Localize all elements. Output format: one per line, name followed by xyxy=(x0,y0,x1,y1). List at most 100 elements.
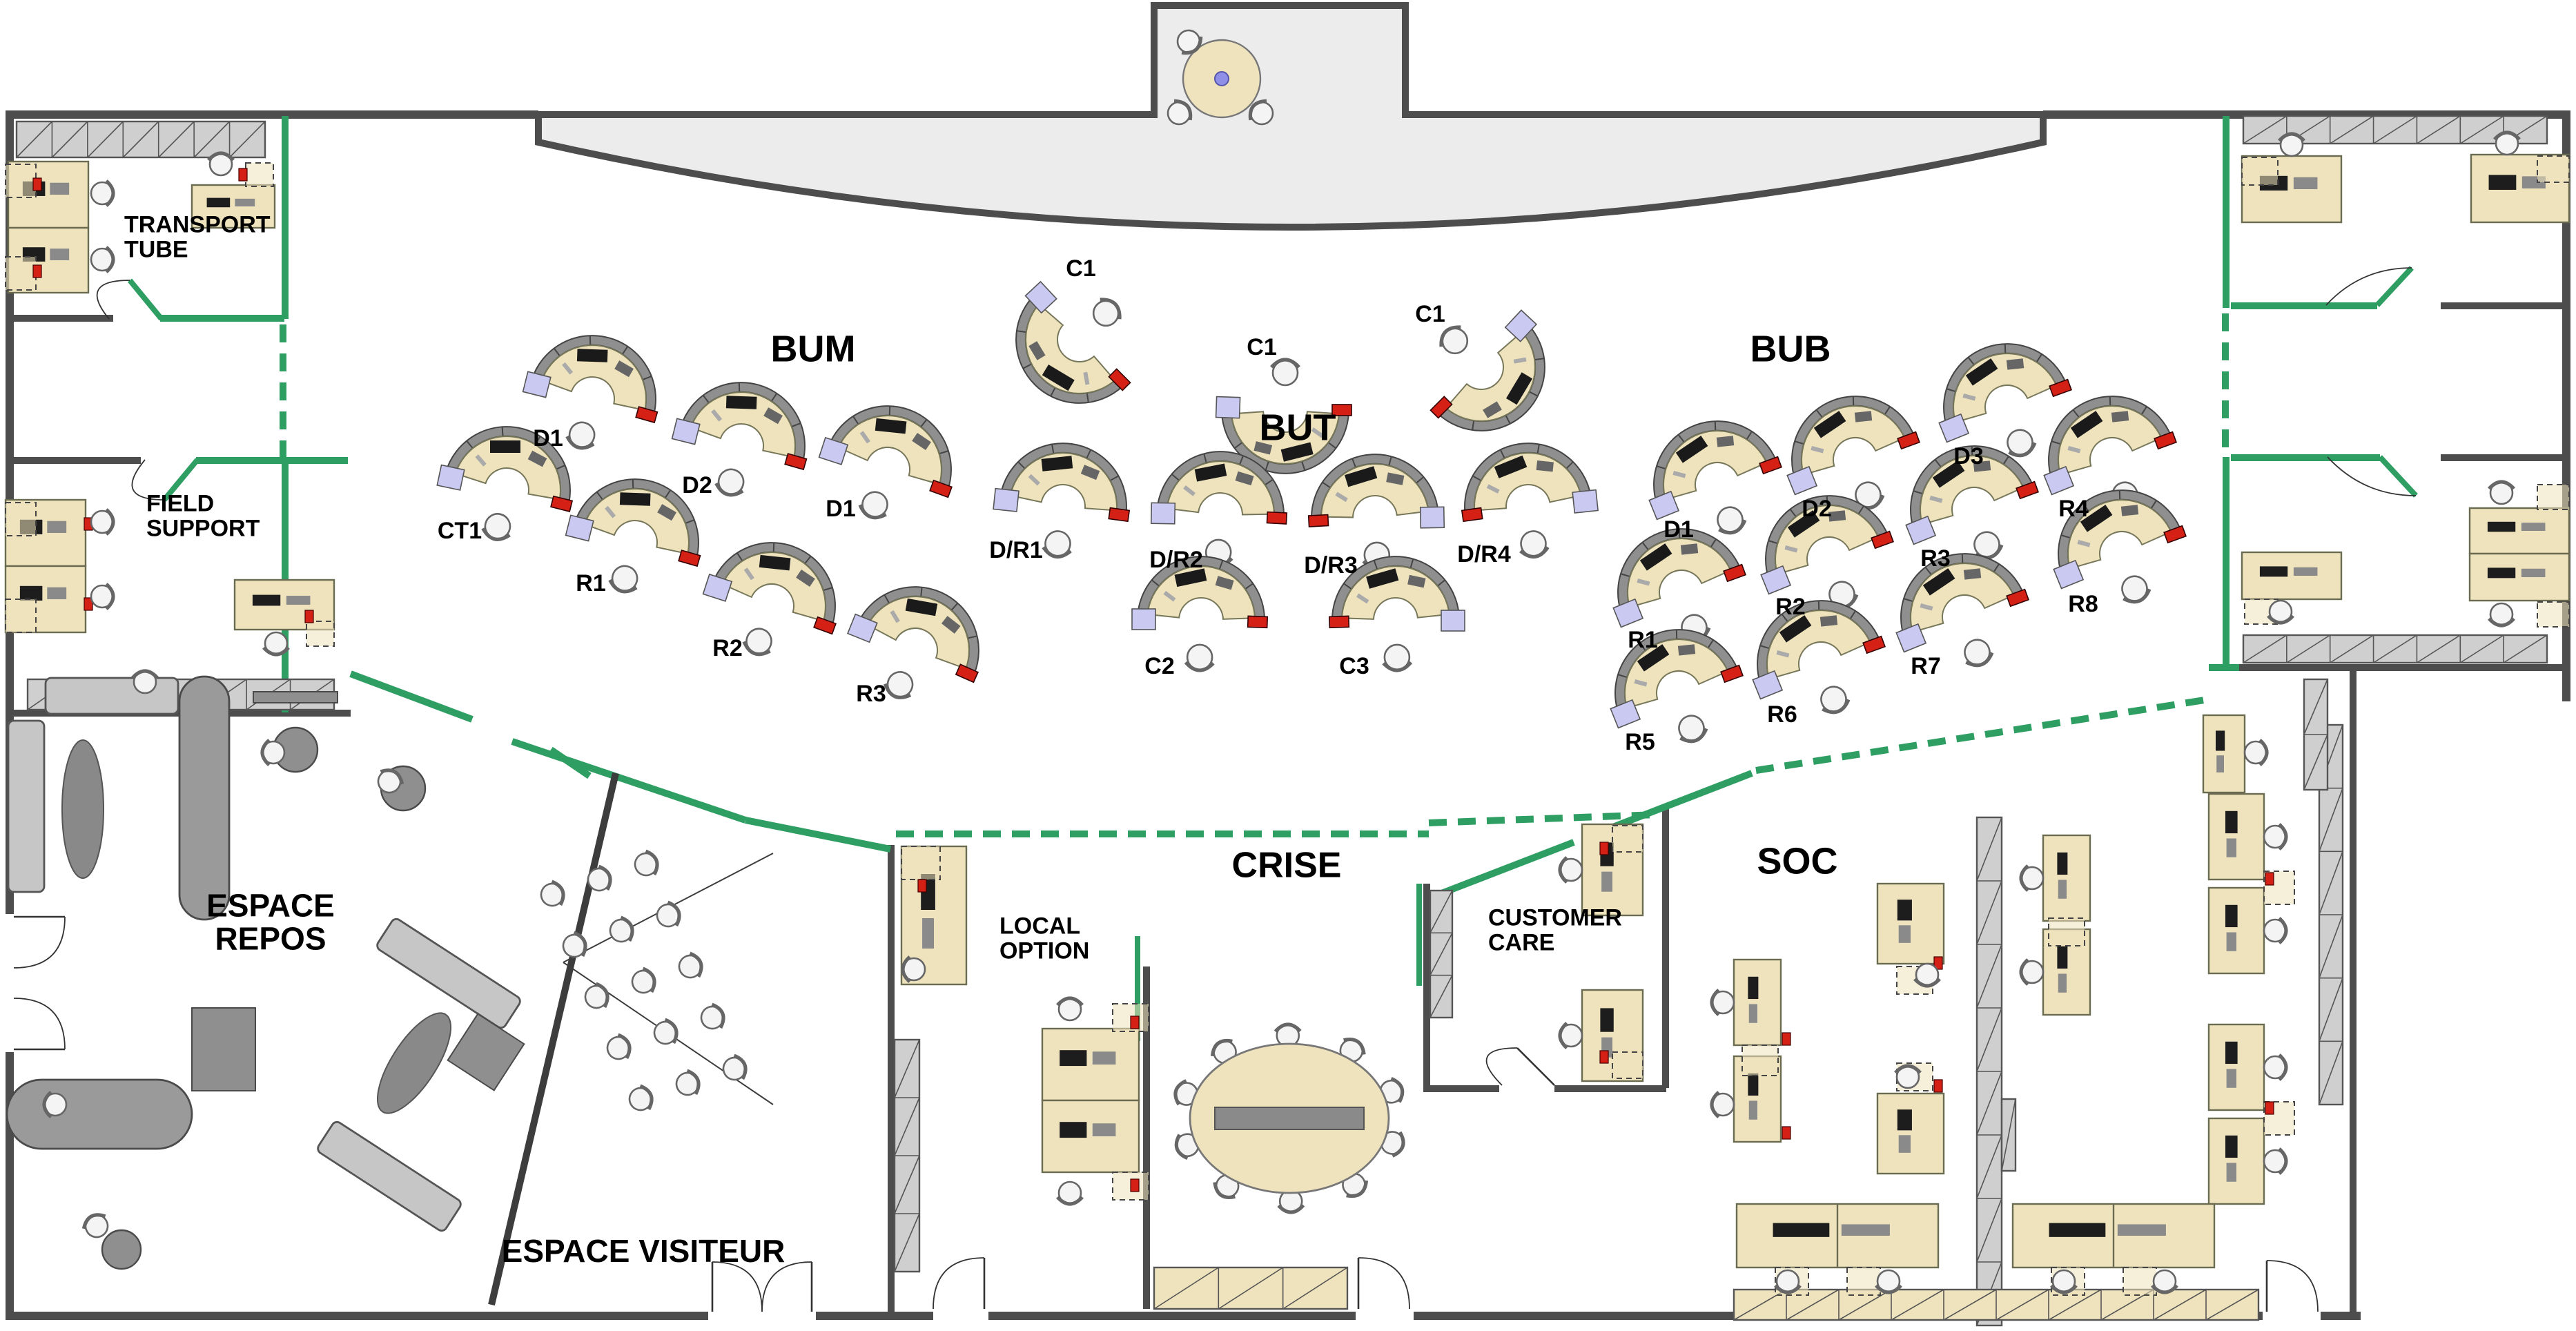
wall-line xyxy=(488,772,619,1306)
wall xyxy=(2441,454,2570,461)
desk xyxy=(233,579,335,631)
tan-cabinet-row xyxy=(1153,1266,1349,1310)
red-marker xyxy=(1130,1178,1140,1192)
desk-return-dashed xyxy=(1846,1267,1881,1296)
wall xyxy=(2441,302,2570,309)
desk-label-D-R1: D/R1 xyxy=(989,537,1043,563)
door-leaf xyxy=(1516,1047,1555,1086)
conference-table-console xyxy=(1214,1107,1365,1130)
chair xyxy=(1176,29,1203,55)
cabinet-row xyxy=(15,120,266,159)
desk-label-D-R3: D/R3 xyxy=(1304,552,1358,579)
desk-label-C1: C1 xyxy=(1415,301,1445,327)
green-wall xyxy=(511,738,747,824)
chair xyxy=(609,915,634,943)
zone-label-customer-care: CUSTOMER CARE xyxy=(1488,904,1622,955)
chair xyxy=(2019,864,2045,892)
door-leaf xyxy=(127,278,164,321)
desk-label-R7: R7 xyxy=(1911,653,1941,679)
sofa xyxy=(317,1120,462,1232)
green-wall xyxy=(2231,454,2380,461)
chair xyxy=(2267,599,2294,625)
desk-label-R8: R8 xyxy=(2068,591,2098,617)
red-marker xyxy=(304,610,314,623)
sofa xyxy=(44,677,179,715)
door-opening xyxy=(933,1310,988,1321)
red-marker xyxy=(2265,1101,2274,1115)
chair xyxy=(2278,132,2305,157)
red-marker xyxy=(1782,1126,1791,1140)
zone-label-local-option: LOCAL OPTION xyxy=(999,913,1090,964)
chair xyxy=(90,179,115,207)
round-table xyxy=(101,1229,142,1270)
wall xyxy=(6,110,538,119)
chair xyxy=(1894,1064,1922,1089)
chair xyxy=(81,1213,109,1238)
red-marker xyxy=(1933,956,1943,970)
cabinet-row xyxy=(2242,634,2548,664)
workstation-D3 xyxy=(1938,343,2072,458)
green-wall xyxy=(282,116,289,319)
chair xyxy=(207,151,235,177)
door-swing-arc xyxy=(131,459,165,501)
cabinet-row xyxy=(893,1038,921,1273)
workstation-R8 xyxy=(2053,489,2187,604)
desk-return-dashed xyxy=(901,846,941,880)
workstation-C1 xyxy=(1430,309,1545,431)
chair xyxy=(606,1033,632,1060)
desk-label-R1: R1 xyxy=(1628,627,1658,653)
desk-label-C1: C1 xyxy=(1247,334,1277,360)
zone-label-but: BUT xyxy=(1259,407,1336,449)
chair xyxy=(1710,1091,1735,1118)
desk xyxy=(191,184,276,229)
door-swing-arc xyxy=(13,916,66,969)
desk-label-D1: D1 xyxy=(533,425,563,451)
green-dashed-wall xyxy=(1755,697,2205,774)
workstation-R5 xyxy=(1610,629,1744,744)
chair xyxy=(653,1018,679,1045)
workstation-C1 xyxy=(1015,280,1131,404)
chair xyxy=(2488,480,2515,505)
red-marker xyxy=(2265,872,2274,886)
desk xyxy=(2207,1023,2265,1111)
chair xyxy=(631,966,656,994)
tan-cabinet-row xyxy=(1733,1288,2260,1321)
desk-label-R2: R2 xyxy=(712,635,743,661)
chair xyxy=(678,951,703,979)
desk-label-R1: R1 xyxy=(576,570,606,596)
door-swing-arc xyxy=(1358,1257,1410,1310)
desk xyxy=(1876,882,1945,965)
workstation-D2 xyxy=(1786,396,1920,510)
chair xyxy=(2243,739,2269,766)
chair xyxy=(656,900,681,928)
door-swing-arc xyxy=(2327,456,2417,496)
desk xyxy=(2468,552,2570,602)
workstation-D-R4 xyxy=(1461,443,1599,558)
chair xyxy=(1056,996,1084,1022)
green-wall xyxy=(2223,116,2229,308)
wall xyxy=(1423,884,1430,1088)
sofa xyxy=(7,719,46,893)
door-swing-arc xyxy=(13,998,66,1050)
green-wall xyxy=(1597,770,1753,836)
desk-return-dashed xyxy=(2537,155,2570,183)
green-wall xyxy=(349,670,474,723)
chair xyxy=(1875,1269,1902,1294)
wall xyxy=(888,845,895,1312)
desk-label-D-R2: D/R2 xyxy=(1149,547,1203,573)
red-marker xyxy=(32,264,42,278)
chair xyxy=(2263,1053,2288,1081)
desk xyxy=(1733,958,1782,1047)
cabinet-row xyxy=(1429,889,1454,1019)
door-swing-arc xyxy=(1485,1047,1518,1086)
workstation-C1 xyxy=(1215,358,1352,474)
door-swing-arc xyxy=(96,280,130,320)
lobby-table-hub xyxy=(1214,71,1229,86)
workstation-R2 xyxy=(1760,495,1894,610)
desk xyxy=(2241,551,2343,601)
workstation-D1 xyxy=(818,405,953,520)
chair xyxy=(634,849,659,877)
chair xyxy=(722,1053,748,1081)
desk-label-D1: D1 xyxy=(1663,516,1694,543)
green-wall xyxy=(1433,839,1575,900)
